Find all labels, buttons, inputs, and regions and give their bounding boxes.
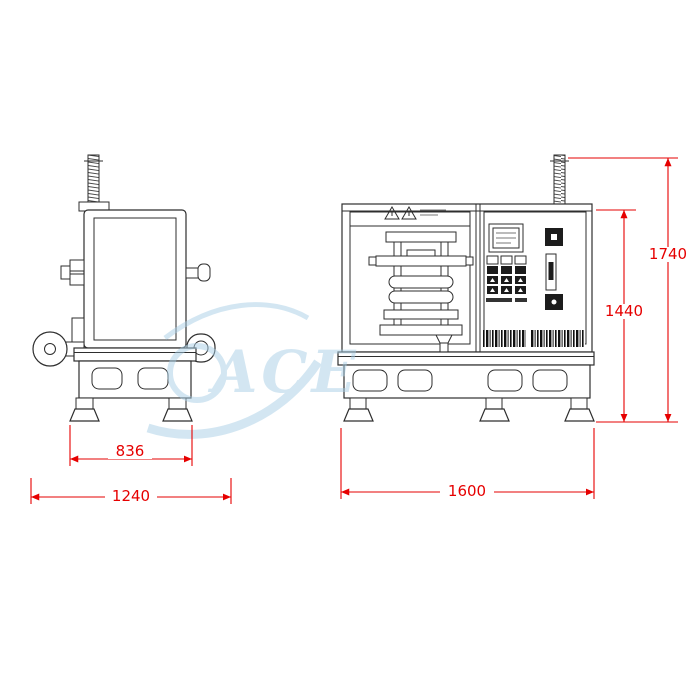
base-flange [337,351,595,366]
press-top-plate [385,231,457,243]
foot-left [343,408,374,422]
up-arrow-icon [518,288,523,292]
left-hinge-upper [69,259,85,272]
body-door-panel [93,217,177,341]
vent-grille-gap [526,330,531,347]
roller-lower [388,290,454,304]
keypad-button [501,266,512,274]
warning-triangle-icon [384,206,400,220]
foot-middle [479,408,510,422]
base-cutout-right [137,367,169,390]
leg-middle [485,397,503,411]
leg-right [168,397,187,411]
watermark-swoosh-top [163,302,310,340]
watermark-text: ACE [207,338,359,406]
keypad-button [515,266,526,274]
beam-end-cap-right [465,256,474,266]
dimension-1440: 1440 [596,209,678,423]
watermark: ACE [146,302,359,439]
foot-left [69,408,100,422]
left-hinge-lower [69,273,85,286]
base-cutout [352,369,388,392]
dimension-label-bg [108,444,152,459]
dimension-label: 1440 [605,302,643,320]
dimension-label-bg [105,489,157,504]
keypad-button [487,266,498,274]
dimension-1240: 1240 [30,478,232,505]
handwheel-hub [44,343,56,355]
dimension-label: 1740 [649,245,687,263]
up-arrow-icon [518,278,523,282]
dimension-label: 1600 [448,482,486,500]
base-cutout [487,369,523,392]
watermark-circle [167,343,227,403]
model-label-text [515,298,527,302]
dimension-label-bg [598,304,650,319]
base-cutout [397,369,433,392]
cross-beam [375,255,467,267]
base-cutout [532,369,568,392]
side-view [32,154,216,422]
press-chamber [349,206,474,356]
wheel-bracket [71,317,85,345]
power-button-indicator [551,234,557,240]
dimension-836: 836 [69,425,193,466]
foot-right [564,408,595,422]
warning-triangle-icon [401,206,417,220]
beam-end-cap-left [368,256,377,266]
roller-upper [388,275,454,289]
leg-left [75,397,94,411]
left-knob [60,265,71,280]
up-arrow-icon [504,278,509,282]
threaded-rod [553,154,566,206]
model-label-text [486,298,512,302]
dimension-label: 1240 [112,487,150,505]
keypad [486,255,527,294]
watermark-swoosh [146,359,322,439]
threaded-rod [87,154,100,208]
dimension-1600: 1600 [340,428,595,500]
dimension-label-bg [440,484,494,499]
up-arrow-icon [490,278,495,282]
dimension-label: 836 [116,442,145,460]
control-cabinet [482,211,587,347]
keypad-button [514,255,527,265]
vent-grille [482,330,585,347]
leg-right [570,397,588,411]
stop-button-indicator [551,299,557,305]
main-switch-lever [548,262,554,280]
keypad-button [486,255,499,265]
dimension-1740: 1740 [568,157,694,422]
foot-right [162,408,193,422]
keypad-button [500,255,513,265]
right-handle-grip [197,263,211,282]
lower-beam [383,309,459,320]
up-arrow-icon [490,288,495,292]
dimension-label-bg [642,247,694,262]
up-arrow-icon [504,288,509,292]
base-cutout-left [91,367,123,390]
front-view [337,154,595,422]
press-bottom-plate [379,324,463,336]
